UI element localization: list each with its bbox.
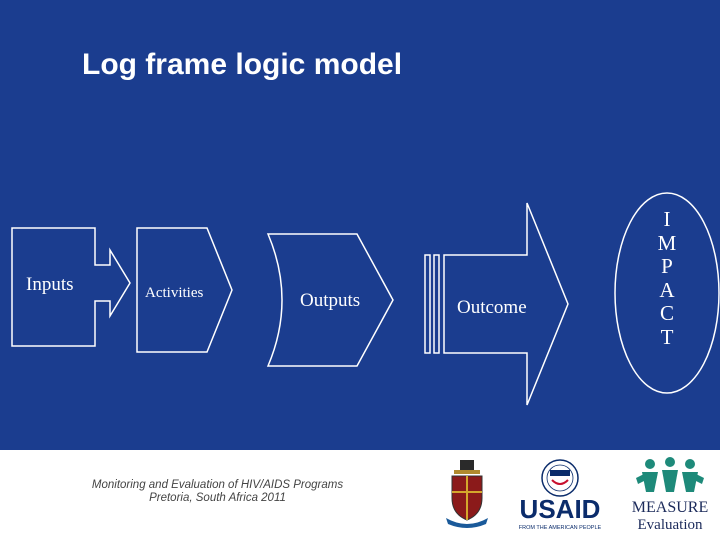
measure-evaluation-logo: MEASURE Evaluation (632, 457, 708, 533)
impact-letter: C (659, 301, 674, 325)
footer-line-2: Pretoria, South Africa 2011 (149, 492, 286, 504)
impact-letter: T (660, 324, 674, 349)
slide-title: Log frame logic model (82, 48, 403, 81)
inputs-shape (11, 227, 131, 347)
usaid-tagline: FROM THE AMERICAN PEOPLE (519, 525, 602, 531)
logframe-diagram: Inputs Activities Outputs Outcome (11, 192, 720, 406)
footer-line-1: Monitoring and Evaluation of HIV/AIDS Pr… (91, 479, 344, 491)
usaid-wordmark: USAID (520, 494, 601, 524)
impact-letters: I M P A C T (652, 207, 682, 349)
impact-letter: I (663, 207, 671, 231)
outcome-label: Outcome (457, 297, 527, 318)
impact-letter: M (657, 230, 677, 255)
evaluation-wordmark: Evaluation (638, 517, 703, 533)
university-crest-logo (446, 460, 488, 528)
impact-letter: A (659, 277, 675, 302)
footer-caption: Monitoring and Evaluation of HIV/AIDS Pr… (70, 479, 365, 505)
activities-shape (136, 227, 233, 353)
outputs-shape (266, 233, 394, 367)
outcome-arrow (443, 202, 569, 406)
impact-letter: P (661, 254, 673, 278)
impact-oval (614, 192, 720, 394)
footer-bar: Monitoring and Evaluation of HIV/AIDS Pr… (0, 450, 720, 540)
usaid-logo: USAID FROM THE AMERICAN PEOPLE (519, 459, 602, 531)
slide-background (0, 0, 720, 450)
inputs-label: Inputs (26, 274, 74, 295)
outputs-label: Outputs (300, 290, 360, 311)
outcome-stripes (424, 254, 440, 354)
measure-wordmark: MEASURE (632, 499, 708, 516)
activities-label: Activities (145, 285, 203, 301)
